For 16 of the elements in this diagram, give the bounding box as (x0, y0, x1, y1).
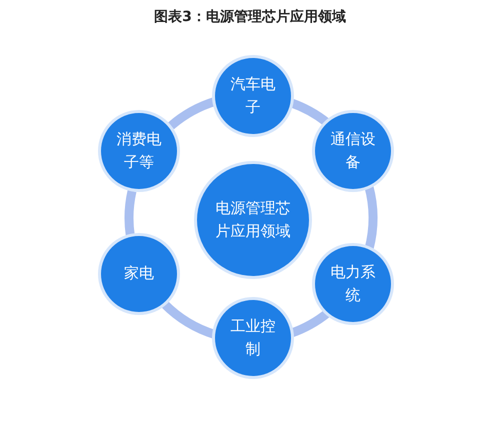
ring-connector (124, 190, 136, 236)
circle-node (315, 113, 391, 189)
ring-connector (364, 185, 378, 250)
circle-node (315, 246, 391, 322)
node-label: 家电 (123, 263, 155, 284)
circle-node (215, 300, 291, 376)
node-label: 电源管理芯片应用领域 (214, 198, 292, 242)
node-label: 工业控制 (230, 316, 276, 360)
node-label: 消费电子等 (116, 128, 162, 173)
circle-node (101, 236, 177, 312)
chart-title: 图表3：电源管理芯片应用领域 (153, 8, 347, 26)
node-label: 通信设备 (330, 128, 376, 173)
circle-node (215, 58, 291, 134)
circle-node (101, 113, 177, 189)
node-label: 汽车电子 (230, 74, 276, 118)
node-label: 电力系统 (330, 262, 376, 306)
